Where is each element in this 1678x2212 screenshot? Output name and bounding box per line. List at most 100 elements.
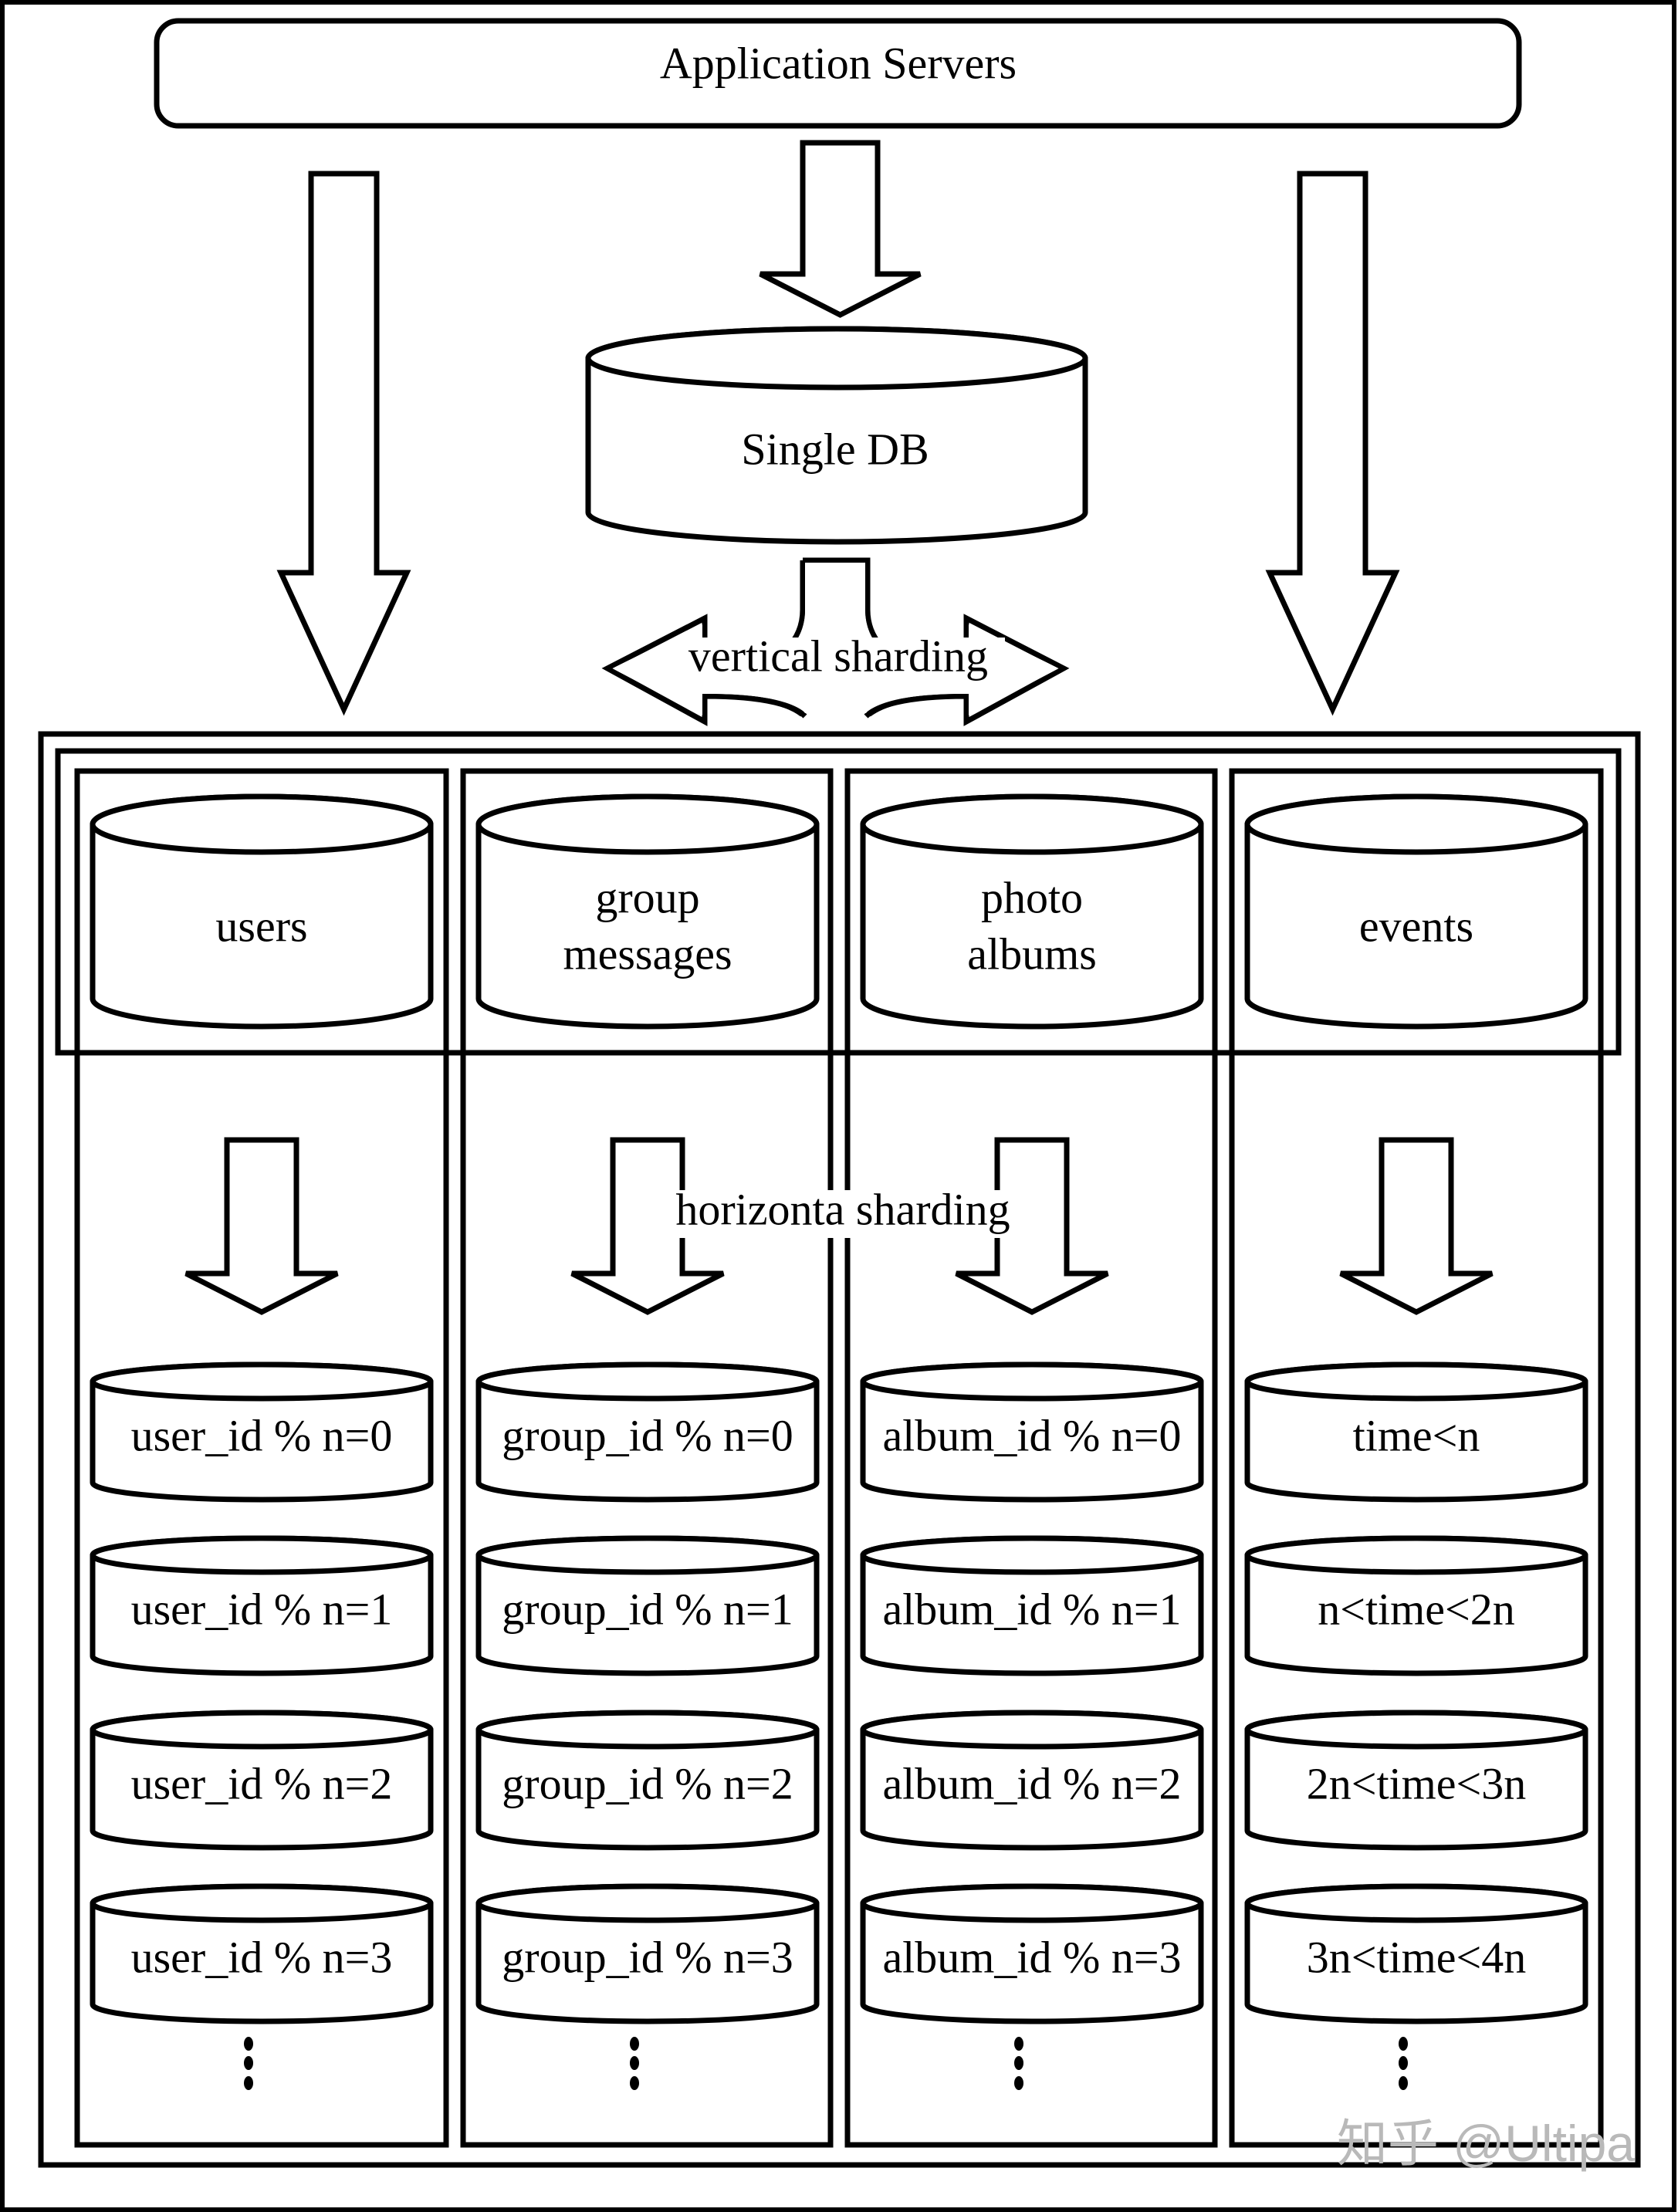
shard-cylinder xyxy=(860,1535,1204,1676)
more-shards-ellipsis-icon xyxy=(244,2037,253,2090)
ellipsis-dot xyxy=(1399,2056,1408,2070)
shard-label: album_id % n=3 xyxy=(882,1932,1181,1982)
table-cylinder-users xyxy=(90,793,434,1030)
shard-label: group_id % n=0 xyxy=(502,1410,793,1460)
ellipsis-dot xyxy=(244,2076,253,2090)
shard-cylinder-top xyxy=(475,1710,820,1750)
shard-cylinder-top xyxy=(860,1535,1204,1575)
shard-cylinder-top xyxy=(90,1883,434,1923)
table-cylinder-events xyxy=(1244,793,1588,1030)
shard-cylinder-top xyxy=(475,1535,820,1575)
vertical-sharding-arrow: vertical sharding xyxy=(601,557,1070,726)
single-db-label: Single DB xyxy=(741,424,929,474)
shard-cylinder xyxy=(90,1361,434,1503)
table-label: messages xyxy=(563,928,732,979)
shard-column-frame xyxy=(74,768,449,2148)
horizontal-sharding-label: horizonta sharding xyxy=(675,1184,1010,1234)
vertical-sharding-label-bg xyxy=(673,638,1005,684)
shard-label: 3n<time<4n xyxy=(1307,1932,1527,1982)
single-db-cylinder-shape-top xyxy=(585,326,1088,391)
table-cylinder-group-messages-top xyxy=(475,793,820,855)
horizontal-sharding-arrow-icon xyxy=(955,1137,1109,1315)
shard-cylinder-top xyxy=(1244,1710,1588,1750)
shard-cylinder-top xyxy=(475,1883,820,1923)
table-label: group xyxy=(595,872,699,922)
horizontal-sharding-arrow-icon xyxy=(570,1137,725,1315)
shard-label: 2n<time<3n xyxy=(1307,1758,1527,1808)
ellipsis-dot xyxy=(1014,2056,1023,2070)
shard-label: time<n xyxy=(1353,1410,1480,1460)
ellipsis-dot xyxy=(244,2056,253,2070)
shard-label: album_id % n=0 xyxy=(882,1410,1181,1460)
shard-label: album_id % n=1 xyxy=(882,1584,1181,1634)
horizontal-sharding-label-bg xyxy=(664,1190,1027,1238)
watermark: 知乎 @Ultipa xyxy=(1337,2115,1635,2172)
shard-column-frame xyxy=(844,768,1218,2148)
table-label: users xyxy=(215,901,307,951)
shard-cylinder-top xyxy=(1244,1361,1588,1402)
shard-column-frame xyxy=(1229,768,1604,2148)
table-cylinder-events-top xyxy=(1244,793,1588,855)
table-cylinder-group-messages xyxy=(475,793,820,1030)
ellipsis-dot xyxy=(1014,2037,1023,2051)
table-cylinder-photo-albums xyxy=(860,793,1204,1030)
table-label: photo xyxy=(981,872,1083,922)
shard-cylinder xyxy=(1244,1361,1588,1503)
ellipsis-dot xyxy=(630,2037,639,2051)
shard-cylinder xyxy=(475,1535,820,1676)
shard-label: user_id % n=2 xyxy=(131,1758,393,1808)
application-servers-label: Application Servers xyxy=(660,38,1017,88)
shard-column-photo-albums: photo albums album_id % n=0 album_id % n=1 a… xyxy=(844,768,1218,2148)
horizontal-sharding-arrow-icon xyxy=(184,1137,339,1315)
table-label: events xyxy=(1359,901,1473,951)
shard-cylinder-top xyxy=(475,1361,820,1402)
shard-cylinder-top xyxy=(1244,1535,1588,1575)
ellipsis-dot xyxy=(244,2037,253,2051)
single-db-cylinder: Single DB xyxy=(585,326,1088,545)
shard-column-frame xyxy=(460,768,834,2148)
table-cylinder-photo-albums-top xyxy=(860,793,1204,855)
shard-cylinder-top xyxy=(860,1710,1204,1750)
shard-cylinder xyxy=(475,1883,820,2024)
vertical-shards-box-overlay xyxy=(55,748,1622,1056)
shard-label: n<time<2n xyxy=(1318,1584,1515,1634)
shard-cylinder xyxy=(90,1535,434,1676)
table-cylinder-users-top xyxy=(90,793,434,855)
shard-cylinder xyxy=(90,1710,434,1851)
shard-cylinder-top xyxy=(90,1710,434,1750)
ellipsis-dot xyxy=(630,2076,639,2090)
arrow-to-users-icon xyxy=(276,171,411,716)
shard-label: user_id % n=3 xyxy=(131,1932,393,1982)
single-db-cylinder-shape xyxy=(585,326,1088,545)
horizontal-sharding-arrow-icon xyxy=(1339,1137,1494,1315)
shard-cylinder-top xyxy=(90,1361,434,1402)
ellipsis-dot xyxy=(1399,2037,1408,2051)
more-shards-ellipsis-icon xyxy=(1014,2037,1023,2090)
table-label: albums xyxy=(967,928,1097,979)
shard-cylinder xyxy=(860,1883,1204,2024)
shard-label: album_id % n=2 xyxy=(882,1758,1181,1808)
shard-label: user_id % n=0 xyxy=(131,1410,393,1460)
shard-label: group_id % n=2 xyxy=(502,1758,793,1808)
shard-cylinder xyxy=(475,1361,820,1503)
shard-label: group_id % n=1 xyxy=(502,1584,793,1634)
shard-cylinder-top xyxy=(860,1361,1204,1402)
vertical-sharding-label: vertical sharding xyxy=(688,631,988,681)
application-servers-box: Application Servers xyxy=(154,18,1522,129)
shard-cylinder-top xyxy=(1244,1883,1588,1923)
application-servers-shape xyxy=(154,18,1522,129)
horizontal-sharding-caption: horizonta sharding xyxy=(664,1184,1027,1238)
shard-column-group-messages: group messages group_id % n=0 group_id % n=… xyxy=(460,768,834,2148)
shard-column-events: events time<n n<time<2n 2n<time<3n 3n<time<4… xyxy=(1229,768,1604,2148)
ellipsis-dot xyxy=(1014,2076,1023,2090)
more-shards-ellipsis-icon xyxy=(1399,2037,1408,2090)
shard-label: user_id % n=1 xyxy=(131,1584,393,1634)
shard-cylinder-top xyxy=(90,1535,434,1575)
shard-cylinder xyxy=(1244,1883,1588,2024)
shard-cylinder xyxy=(475,1710,820,1851)
arrow-to-events-icon xyxy=(1265,171,1400,716)
arrow-to-single-db-icon xyxy=(759,140,922,318)
ellipsis-dot xyxy=(1399,2076,1408,2090)
shard-cylinder xyxy=(1244,1535,1588,1676)
